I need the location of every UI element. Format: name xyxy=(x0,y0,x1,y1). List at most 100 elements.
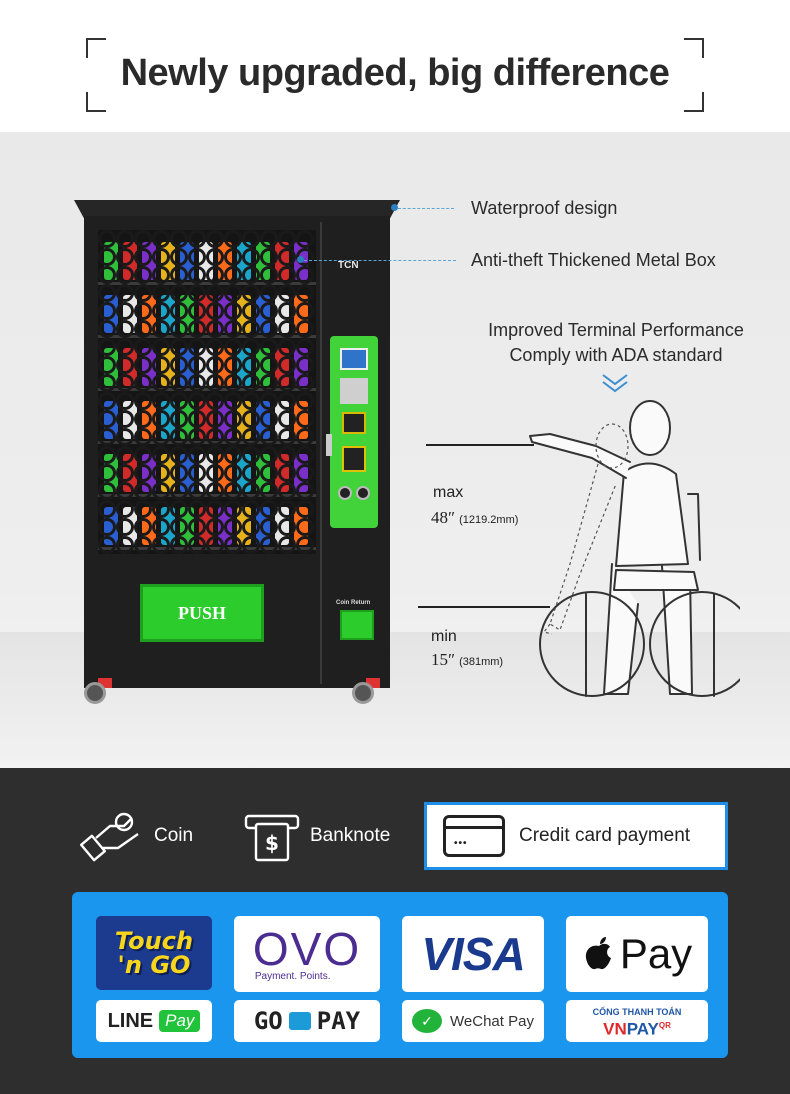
mesh-hole xyxy=(224,374,242,392)
mesh-hole xyxy=(224,428,242,446)
door-lock xyxy=(326,434,332,456)
tile-ovo: OVO Payment. Points. xyxy=(234,916,380,992)
mesh-hole xyxy=(206,500,224,518)
mesh-hole xyxy=(188,320,206,338)
mesh-hole xyxy=(296,320,314,338)
mesh-hole xyxy=(98,410,116,428)
mesh-hole xyxy=(260,392,278,410)
mesh-hole xyxy=(98,230,116,248)
mesh-hole xyxy=(224,446,242,464)
tile-apple-pay: Pay xyxy=(566,916,708,992)
machine-cabinet: TCN PUSH Coin Return xyxy=(84,216,390,688)
callout-dot-waterproof xyxy=(391,204,398,211)
max-value: 48″(1219.2mm) xyxy=(431,508,518,528)
mesh-hole xyxy=(170,320,188,338)
mesh-hole xyxy=(242,446,260,464)
vnpay-qr: QR xyxy=(658,1021,671,1031)
mesh-hole xyxy=(224,248,242,266)
mesh-hole xyxy=(152,536,170,554)
mesh-hole xyxy=(134,302,152,320)
mesh-hole xyxy=(278,284,296,302)
brand-logo: TCN xyxy=(338,260,359,271)
min-value: 15″(381mm) xyxy=(431,650,503,670)
mesh-hole xyxy=(152,518,170,536)
apple-icon xyxy=(585,937,611,970)
mesh-hole xyxy=(116,284,134,302)
mesh-hole xyxy=(278,248,296,266)
max-mm: (1219.2mm) xyxy=(459,514,519,526)
mesh-hole xyxy=(242,374,260,392)
credit-card-icon: ••• xyxy=(443,815,505,857)
mesh-hole xyxy=(152,338,170,356)
mesh-hole xyxy=(206,248,224,266)
mesh-hole xyxy=(206,392,224,410)
vnpay-pay: PAY xyxy=(626,1019,659,1039)
mesh-hole xyxy=(116,482,134,500)
mesh-hole xyxy=(260,482,278,500)
mesh-hole xyxy=(152,230,170,248)
panel-screen xyxy=(340,348,368,370)
frame-corner-top-left xyxy=(86,38,106,58)
gopay-go: GO xyxy=(253,1007,283,1035)
mesh-hole xyxy=(224,536,242,554)
mesh-hole xyxy=(206,428,224,446)
apple-pay-label: Pay xyxy=(619,930,693,977)
mesh-hole xyxy=(152,266,170,284)
mesh-hole xyxy=(242,518,260,536)
shelf-rail xyxy=(98,388,316,391)
mesh-hole xyxy=(98,464,116,482)
caster-left xyxy=(84,682,106,704)
svg-text:$: $ xyxy=(265,831,279,855)
page-title: Newly upgraded, big difference xyxy=(120,52,670,94)
mesh-hole xyxy=(98,500,116,518)
max-inches: 48″ xyxy=(431,508,456,527)
mesh-hole xyxy=(170,410,188,428)
mesh-hole xyxy=(224,482,242,500)
mesh-hole xyxy=(170,536,188,554)
mesh-hole xyxy=(278,464,296,482)
mesh-hole xyxy=(134,482,152,500)
mesh-hole xyxy=(116,302,134,320)
min-reach-line xyxy=(418,606,550,608)
mesh-hole xyxy=(188,266,206,284)
mesh-hole xyxy=(278,338,296,356)
feature-antitheft: Anti-theft Thickened Metal Box xyxy=(471,250,716,270)
callout-dot-antitheft xyxy=(297,256,304,263)
mesh-hole xyxy=(260,266,278,284)
tile-touch-n-go: Touch 'n GO xyxy=(96,916,212,990)
product-window xyxy=(98,230,316,554)
mesh-hole xyxy=(278,356,296,374)
coin-return-slot xyxy=(340,610,374,640)
mesh-hole xyxy=(116,500,134,518)
mesh-hole xyxy=(224,500,242,518)
coin-label: Coin xyxy=(154,825,194,846)
mesh-hole xyxy=(260,302,278,320)
feature-waterproof: Waterproof design xyxy=(471,198,618,218)
mesh-hole xyxy=(242,500,260,518)
mesh-hole xyxy=(170,428,188,446)
payment-section: Coin $ Banknote ••• Credit card payment … xyxy=(0,768,790,1094)
mesh-hole xyxy=(188,464,206,482)
frame-corner-bottom-right xyxy=(684,92,704,112)
mesh-hole xyxy=(98,536,116,554)
mesh-hole xyxy=(206,356,224,374)
mesh-hole xyxy=(188,410,206,428)
mesh-hole xyxy=(116,248,134,266)
mesh-hole xyxy=(116,356,134,374)
header: Newly upgraded, big difference xyxy=(0,0,790,132)
ovo-tagline: Payment. Points. xyxy=(254,970,331,982)
shelf-rail xyxy=(98,282,316,285)
mesh-hole xyxy=(134,410,152,428)
mesh-hole xyxy=(260,284,278,302)
mesh-hole xyxy=(134,518,152,536)
max-reach-line xyxy=(426,444,534,446)
mesh-hole xyxy=(260,230,278,248)
terminal-line-2: Comply with ADA standard xyxy=(509,345,723,365)
mesh-hole xyxy=(260,338,278,356)
mesh-hole xyxy=(224,410,242,428)
mesh-hole xyxy=(170,302,188,320)
mesh-hole xyxy=(188,284,206,302)
mesh-hole xyxy=(152,284,170,302)
mesh-hole xyxy=(260,248,278,266)
wallet-icon xyxy=(288,1012,311,1030)
